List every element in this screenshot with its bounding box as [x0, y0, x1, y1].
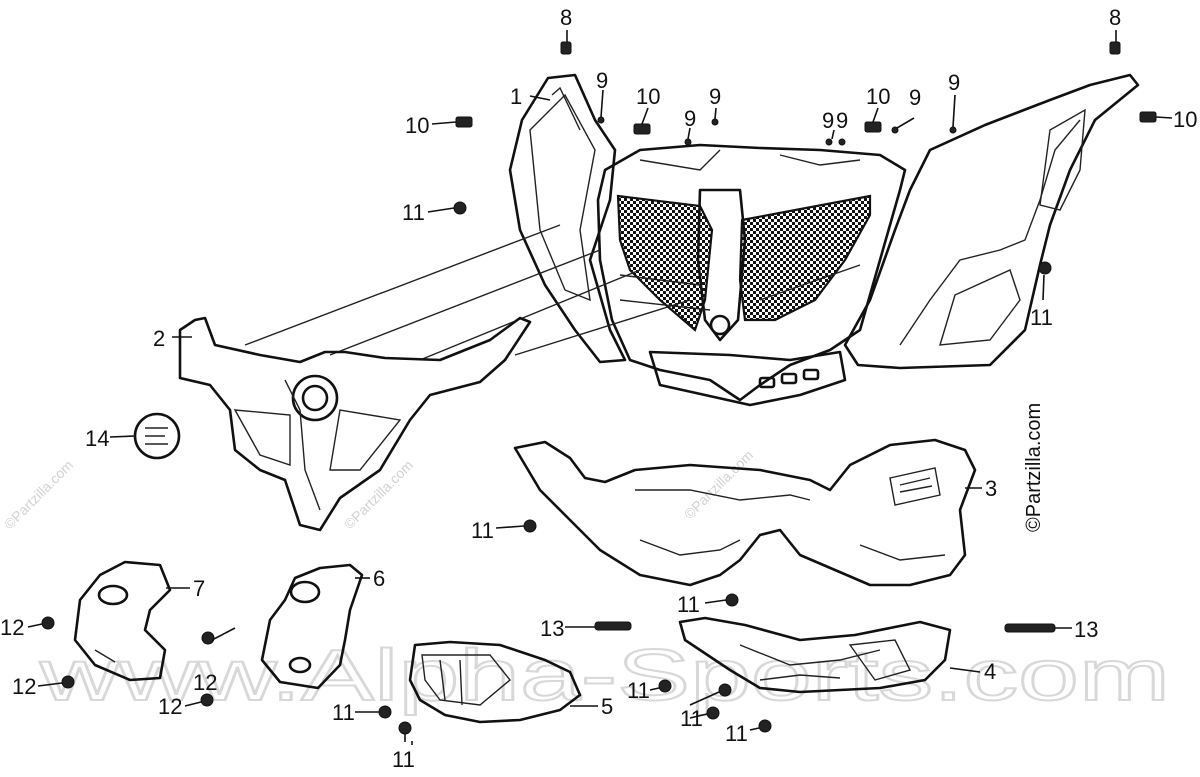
emblem-part-14 [133, 412, 181, 460]
lower-skid-part-4 [678, 616, 952, 694]
callout-11: 11 [471, 518, 494, 543]
alignment-lines [244, 224, 691, 361]
callout-6: 6 [373, 566, 385, 591]
lower-fascia-part-3 [513, 438, 977, 587]
callout-11: 11 [680, 706, 703, 731]
faint-watermark: ©Partzilla.com [341, 457, 416, 532]
callout-9: 9 [948, 70, 960, 95]
callout-13: 13 [1074, 617, 1098, 642]
callout-9: 9 [822, 108, 834, 133]
callout-11: 11 [402, 200, 425, 225]
callout-labels: 8 8 1 9 10 9 9 9 9 10 9 9 10 10 11 11 2 … [0, 5, 1197, 772]
callout-13: 13 [540, 616, 564, 641]
callout-11: 11 [332, 700, 355, 725]
callout-11: 11 [1030, 305, 1053, 330]
callout-2: 2 [153, 326, 165, 351]
callout-9: 9 [596, 68, 608, 93]
fasteners [41, 41, 1157, 735]
callout-5: 5 [601, 694, 613, 719]
lower-vent [648, 350, 847, 407]
watermark-text: www.Alpha-Sports.com [38, 636, 1170, 716]
copyright-credit: ©Partzilla.com [1023, 403, 1045, 532]
left-headlight-housing [508, 73, 627, 364]
side-cover-part-7 [73, 560, 172, 682]
faint-watermark: ©Partzilla.com [681, 447, 756, 522]
callout-11: 11 [677, 592, 700, 617]
callout-9: 9 [684, 106, 696, 131]
leader-lines [27, 30, 1173, 745]
callout-10: 10 [866, 84, 890, 109]
callout-12: 12 [158, 694, 182, 719]
callout-3: 3 [985, 476, 997, 501]
callout-8: 8 [1109, 5, 1121, 30]
callout-14: 14 [85, 426, 109, 451]
lower-duct-part-5 [408, 640, 582, 724]
callout-4: 4 [984, 659, 996, 684]
callout-9: 9 [836, 108, 848, 133]
callout-12: 12 [0, 615, 24, 640]
callout-7: 7 [193, 576, 205, 601]
callout-1: 1 [510, 84, 522, 109]
callout-12: 12 [12, 674, 36, 699]
callout-10: 10 [636, 84, 660, 109]
callout-10: 10 [405, 113, 429, 138]
callout-11: 11 [392, 747, 415, 772]
callout-9: 9 [709, 84, 721, 109]
faint-watermark: ©Partzilla.com [1, 457, 76, 532]
right-headlight-housing [843, 73, 1140, 370]
callout-10: 10 [1173, 107, 1197, 132]
callout-8: 8 [560, 5, 572, 30]
front-panel-assembly [508, 73, 1140, 407]
callout-11: 11 [725, 721, 748, 746]
grill-mesh-right [738, 194, 872, 322]
side-cover-part-6 [260, 563, 364, 690]
callout-9: 9 [909, 85, 921, 110]
grill-mesh-left [616, 194, 714, 332]
front-shroud-part-2 [178, 316, 532, 532]
callout-11: 11 [627, 678, 650, 703]
callout-12: 12 [193, 670, 217, 695]
